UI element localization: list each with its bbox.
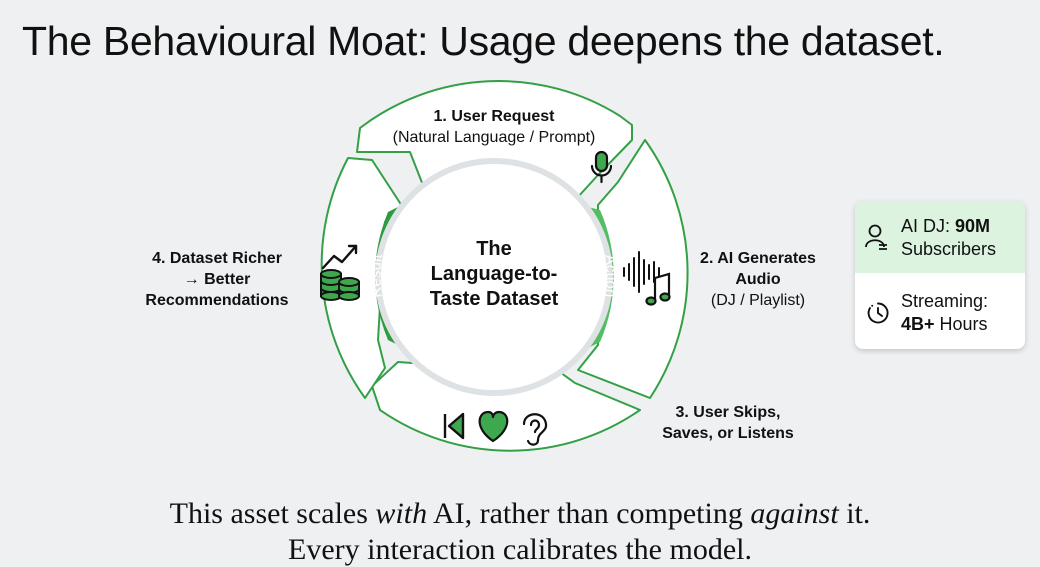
caption-part: it. (838, 497, 871, 530)
step-1-title: 1. User Request (433, 108, 555, 125)
step-2-subtitle: (DJ / Playlist) (710, 292, 806, 309)
heart-icon (478, 410, 509, 443)
ring-label-action: Action (601, 254, 619, 298)
outer-segment-left (320, 157, 403, 399)
ring-label-feedback: Feedback (460, 361, 527, 381)
database-icon (320, 269, 360, 301)
caption-emphasis-against: against (750, 497, 839, 530)
caption-emphasis-with: with (375, 497, 428, 530)
step-2-line2: Audio (735, 271, 781, 288)
caption-part: AI, rather than competing (427, 497, 751, 530)
user-icon (865, 224, 887, 250)
outer-ring (320, 80, 689, 452)
step-2-line1: 2. AI Generates (700, 250, 816, 267)
dj-stat-label: AI DJ: (901, 216, 956, 236)
streaming-stat-label: Streaming: (901, 291, 989, 311)
dj-stat-subtitle: Subscribers (901, 239, 997, 259)
streaming-stat-text: Streaming: 4B+ Hours (901, 290, 988, 336)
outer-segment-right (577, 139, 689, 399)
dj-stat-value: 90M (955, 216, 991, 236)
outer-segment-top (356, 80, 633, 199)
music-note-icon (645, 272, 671, 306)
step-2-label: 2. AI Generates Audio (DJ / Playlist) (690, 248, 826, 311)
caption-line-2: Every interaction calibrates the model. (288, 533, 752, 566)
center-title-line2: Language-to- (431, 263, 558, 285)
step-3-line1: 3. User Skips, (675, 404, 781, 421)
page-title: The Behavioural Moat: Usage deepens the … (22, 18, 945, 64)
step-3-label: 3. User Skips, Saves, or Listens (652, 402, 804, 444)
center-title-line3: Taste Dataset (430, 288, 559, 310)
soundwave-icon (623, 251, 660, 293)
clock-icon (867, 302, 889, 324)
skip-back-icon (443, 412, 465, 440)
caption-line-1: This asset scales with AI, rather than c… (0, 497, 1040, 531)
step-3-line2: Saves, or Listens (662, 425, 794, 442)
step-1-subtitle: (Natural Language / Prompt) (392, 129, 596, 146)
microphone-icon (590, 150, 613, 184)
center-disc (375, 158, 613, 396)
ear-icon (522, 413, 548, 446)
streaming-stat-value: 4B+ (901, 314, 935, 334)
step-4-line2: → Better (183, 271, 251, 288)
trend-up-icon (321, 244, 358, 270)
dj-stat-text: AI DJ: 90M Subscribers (901, 215, 996, 261)
caption-part: This asset scales (169, 497, 376, 530)
step-4-label: 4. Dataset Richer → Better Recommendatio… (132, 248, 302, 311)
streaming-stat-unit: Hours (934, 314, 988, 334)
ring-label-result: Result (367, 252, 386, 298)
ring-label-input: Input (476, 163, 513, 181)
stats-card-dj (855, 201, 1025, 273)
step-4-line3: Recommendations (145, 292, 289, 309)
step-1-label: 1. User Request (Natural Language / Prom… (380, 106, 608, 148)
center-title-line1: The (476, 238, 512, 260)
step-4-line1: 4. Dataset Richer (152, 250, 282, 267)
stats-card: AI DJ: 90M Subscribers Streaming: 4B+ Ho… (855, 201, 1025, 349)
